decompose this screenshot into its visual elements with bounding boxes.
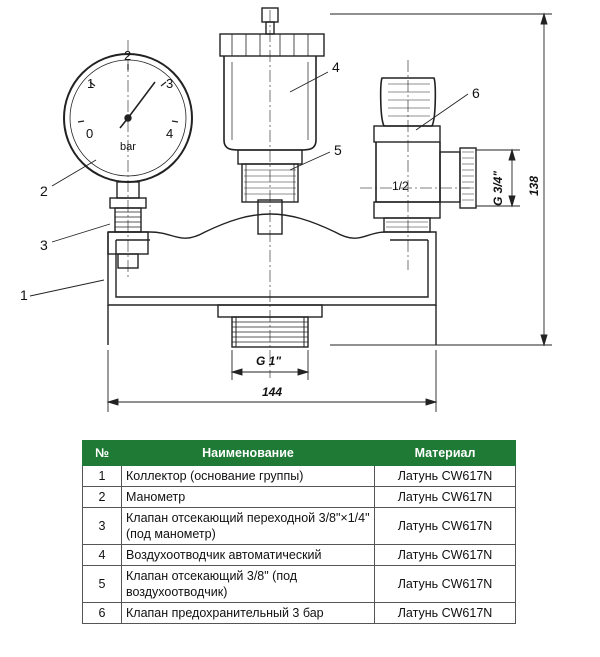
row-material: Латунь CW617N xyxy=(374,465,516,487)
dimension-width: 144 xyxy=(262,385,282,399)
gauge-scale-4: 4 xyxy=(166,126,173,141)
row-name: Коллектор (основание группы) xyxy=(121,465,375,487)
header-number: № xyxy=(82,440,122,466)
valve-marking: 1/2 xyxy=(392,179,409,193)
row-name: Воздухоотводчик автоматический xyxy=(121,544,375,566)
manometer xyxy=(63,53,193,269)
row-material: Латунь CW617N xyxy=(374,507,516,545)
row-number: 1 xyxy=(82,465,122,487)
safety-valve xyxy=(373,77,477,233)
row-name: Клапан отсекающий 3/8" (под воздухоотвод… xyxy=(121,565,375,603)
table-row: 5 Клапан отсекающий 3/8" (под воздухоотв… xyxy=(82,565,516,603)
header-material: Материал xyxy=(374,440,516,466)
row-name: Манометр xyxy=(121,486,375,508)
parts-table: № Наименование Материал 1 Коллектор (осн… xyxy=(82,440,516,624)
row-number: 4 xyxy=(82,544,122,566)
row-number: 2 xyxy=(82,486,122,508)
air-vent xyxy=(219,7,325,235)
dimension-height: 138 xyxy=(527,176,541,196)
table-header-row: № Наименование Материал xyxy=(82,440,516,466)
callout-1: 1 xyxy=(20,287,28,303)
dimension-inlet-thread: G 1" xyxy=(256,354,281,368)
callout-5: 5 xyxy=(334,142,342,158)
row-material: Латунь CW617N xyxy=(374,486,516,508)
table-row: 4 Воздухоотводчик автоматический Латунь … xyxy=(82,544,516,566)
table-row: 1 Коллектор (основание группы) Латунь CW… xyxy=(82,465,516,487)
row-material: Латунь CW617N xyxy=(374,602,516,624)
table-row: 2 Манометр Латунь CW617N xyxy=(82,486,516,508)
row-material: Латунь CW617N xyxy=(374,565,516,603)
gauge-scale-0: 0 xyxy=(86,126,93,141)
row-name: Клапан предохранительный 3 бар xyxy=(121,602,375,624)
callout-3: 3 xyxy=(40,237,48,253)
row-number: 5 xyxy=(82,565,122,603)
row-material: Латунь CW617N xyxy=(374,544,516,566)
callout-6: 6 xyxy=(472,85,480,101)
technical-drawing: 2 1 3 0 4 bar 1/2 1 2 3 4 5 6 G 1" 144 G… xyxy=(20,7,552,412)
table-row: 6 Клапан предохранительный 3 бар Латунь … xyxy=(82,602,516,624)
gauge-scale-1: 1 xyxy=(87,76,94,91)
row-number: 6 xyxy=(82,602,122,624)
row-name: Клапан отсекающий переходной 3/8"×1/4" (… xyxy=(121,507,375,545)
gauge-scale-3: 3 xyxy=(166,76,173,91)
callout-4: 4 xyxy=(332,59,340,75)
header-name: Наименование xyxy=(121,440,375,466)
callout-2: 2 xyxy=(40,183,48,199)
gauge-scale-2: 2 xyxy=(124,48,131,63)
collector-body xyxy=(107,213,437,348)
row-number: 3 xyxy=(82,507,122,545)
dimension-outlet-thread: G 3/4" xyxy=(491,171,505,206)
table-row: 3 Клапан отсекающий переходной 3/8"×1/4"… xyxy=(82,507,516,545)
gauge-unit: bar xyxy=(120,141,136,153)
